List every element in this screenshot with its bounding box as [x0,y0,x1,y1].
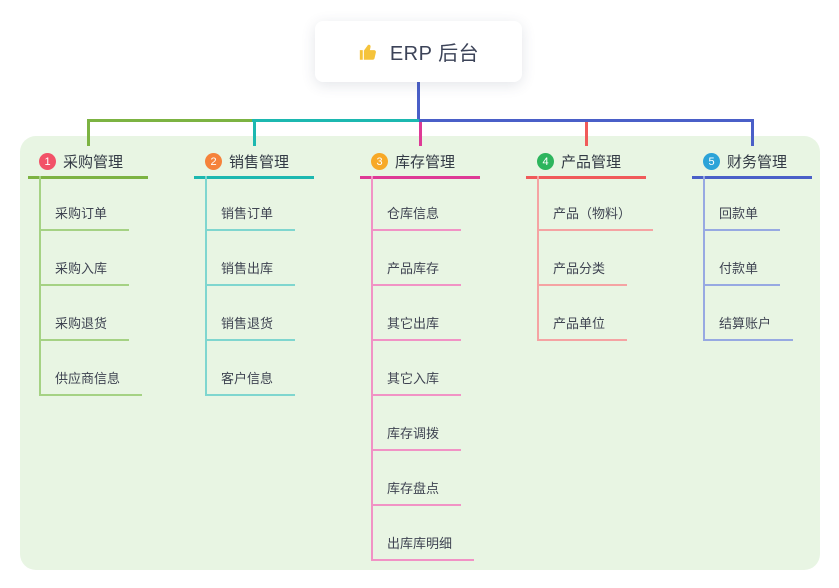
branch-node-2[interactable]: 2 销售管理 [194,147,314,179]
branch-badge-3: 3 [371,153,388,170]
child-node-3-6[interactable]: 库存盘点 [371,472,462,506]
root-node[interactable]: ERP 后台 [315,21,522,82]
child-node-5-2[interactable]: 付款单 [703,252,781,286]
branch-badge-4: 4 [537,153,554,170]
branches-panel [20,136,820,570]
thumbs-up-icon [358,41,380,63]
trunk-drop-2 [253,119,256,146]
branch-tree-line-4 [537,176,539,341]
child-node-3-5[interactable]: 库存调拨 [371,417,462,451]
branch-badge-1: 1 [39,153,56,170]
branch-label-2: 销售管理 [229,154,290,171]
child-node-4-3[interactable]: 产品单位 [537,307,628,341]
branch-node-5[interactable]: 5 财务管理 [692,147,812,179]
trunk-drop-3 [419,119,422,146]
child-node-4-2[interactable]: 产品分类 [537,252,628,286]
branch-node-3[interactable]: 3 库存管理 [360,147,480,179]
trunk-drop-5-elbow [751,119,754,146]
branch-label-1: 采购管理 [63,154,124,171]
branch-tree-line-3 [371,176,373,561]
child-node-5-3[interactable]: 结算账户 [703,307,794,341]
trunk-drop-1 [87,119,90,146]
branch-node-1[interactable]: 1 采购管理 [28,147,148,179]
branch-node-4[interactable]: 4 产品管理 [526,147,646,179]
child-node-2-1[interactable]: 销售订单 [205,197,296,231]
root-title: ERP 后台 [389,43,480,65]
child-node-1-3[interactable]: 采购退货 [39,307,130,341]
branch-tree-line-2 [205,176,207,396]
trunk-horizontal-left [88,119,256,122]
child-node-2-4[interactable]: 客户信息 [205,362,296,396]
child-node-1-1[interactable]: 采购订单 [39,197,130,231]
branch-tree-line-1 [39,176,41,396]
child-node-4-1[interactable]: 产品（物料） [537,197,654,231]
trunk-horizontal-mid [252,119,419,122]
child-node-5-1[interactable]: 回款单 [703,197,781,231]
child-node-1-2[interactable]: 采购入库 [39,252,130,286]
child-node-3-1[interactable]: 仓库信息 [371,197,462,231]
child-node-3-4[interactable]: 其它入库 [371,362,462,396]
branch-label-4: 产品管理 [561,154,622,171]
child-node-1-4[interactable]: 供应商信息 [39,362,143,396]
child-node-3-3[interactable]: 其它出库 [371,307,462,341]
branch-badge-2: 2 [205,153,222,170]
child-node-2-2[interactable]: 销售出库 [205,252,296,286]
child-node-2-3[interactable]: 销售退货 [205,307,296,341]
root-vertical-line [417,82,420,119]
branch-label-3: 库存管理 [395,154,456,171]
trunk-drop-4 [585,119,588,146]
child-node-3-7[interactable]: 出库库明细 [371,527,475,561]
child-node-3-2[interactable]: 产品库存 [371,252,462,286]
branch-tree-line-5 [703,176,705,341]
branch-badge-5: 5 [703,153,720,170]
branch-label-5: 财务管理 [727,154,788,171]
trunk-horizontal-right [419,119,753,122]
